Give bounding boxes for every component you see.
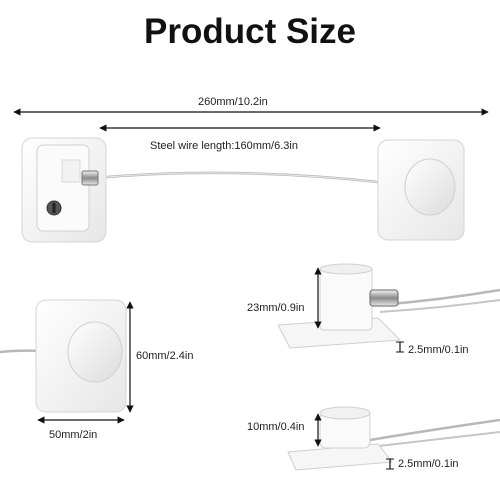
plate-width-label: 50mm/2in (49, 429, 98, 441)
lock-height-label: 23mm/0.9in (247, 302, 305, 314)
total-length-label: 260mm/10.2in (198, 96, 268, 108)
plate-height-label: 60mm/2.4in (136, 350, 194, 362)
side-connector (369, 289, 399, 307)
wire-connector (81, 170, 99, 186)
wire-length-label: Steel wire length:160mm/6.3in (150, 140, 298, 152)
page-title: Product Size (144, 12, 356, 51)
side-wire-2 (369, 418, 500, 442)
right-knob (404, 158, 456, 216)
detail-knob (67, 321, 123, 383)
lock-base-thickness-label: 2.5mm/0.1in (408, 344, 469, 356)
knob-height-label: 10mm/0.4in (247, 421, 305, 433)
lock-body (36, 144, 90, 232)
knob-base-thickness-label: 2.5mm/0.1in (398, 458, 459, 470)
